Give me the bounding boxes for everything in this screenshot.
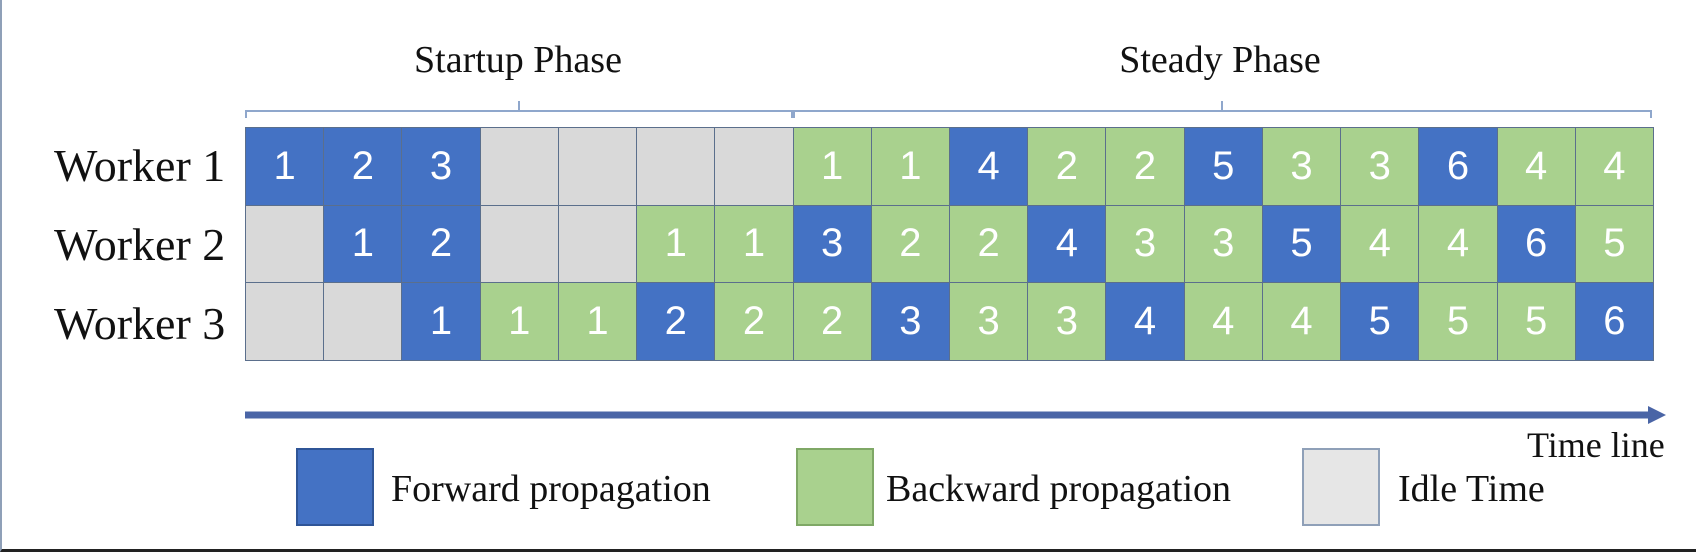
- steady-phase-label: Steady Phase: [1119, 39, 1321, 81]
- cell-w2-t7-backward: 1: [715, 205, 793, 283]
- cell-w2-t14-forward: 5: [1262, 205, 1341, 283]
- cell-w2-t16-backward: 4: [1419, 205, 1497, 283]
- cell-w3-t16-backward: 5: [1419, 283, 1497, 360]
- cell-w2-t4-idle: [480, 205, 558, 283]
- cell-w1-t18-backward: 4: [1575, 128, 1653, 205]
- cell-w2-t18-backward: 5: [1575, 205, 1653, 283]
- cell-w2-t3-forward: 2: [402, 205, 480, 283]
- startup-phase-label: Startup Phase: [414, 39, 622, 81]
- cell-w1-t14-backward: 3: [1262, 128, 1341, 205]
- cell-w3-t15-forward: 5: [1341, 283, 1419, 360]
- cell-w3-t7-backward: 2: [715, 283, 793, 360]
- legend-backward-label: Backward propagation: [886, 468, 1232, 510]
- cell-w2-t10-backward: 2: [949, 205, 1028, 283]
- worker-1-label: Worker 1: [54, 140, 226, 191]
- cell-w3-t8-backward: 2: [793, 283, 871, 360]
- cell-w2-t1-idle: [246, 205, 324, 283]
- cell-w2-t15-backward: 4: [1341, 205, 1419, 283]
- cell-w1-t3-forward: 3: [402, 128, 480, 205]
- cell-w1-t10-forward: 4: [949, 128, 1028, 205]
- legend-idle-label: Idle Time: [1398, 468, 1545, 510]
- cell-w1-t13-forward: 5: [1184, 128, 1262, 205]
- worker-3-label: Worker 3: [54, 298, 226, 349]
- cell-w2-t17-forward: 6: [1497, 205, 1575, 283]
- cell-w1-t15-backward: 3: [1341, 128, 1419, 205]
- cell-w3-t10-backward: 3: [949, 283, 1028, 360]
- cell-w1-t17-backward: 4: [1497, 128, 1575, 205]
- timeline-label: Time line: [1527, 425, 1665, 465]
- cell-w3-t18-forward: 6: [1575, 283, 1653, 360]
- cell-w3-t4-backward: 1: [480, 283, 558, 360]
- cell-w2-t5-idle: [558, 205, 637, 283]
- cell-w3-t6-forward: 2: [637, 283, 715, 360]
- cell-w2-t13-backward: 3: [1184, 205, 1262, 283]
- cell-w3-t14-backward: 4: [1262, 283, 1341, 360]
- cell-w1-t6-idle: [637, 128, 715, 205]
- cell-w2-t12-backward: 3: [1106, 205, 1184, 283]
- cell-w3-t1-idle: [246, 283, 324, 360]
- cell-w1-t2-forward: 2: [324, 128, 402, 205]
- cell-w3-t11-backward: 3: [1028, 283, 1106, 360]
- cell-w2-t8-forward: 3: [793, 205, 871, 283]
- cell-w1-t1-forward: 1: [246, 128, 324, 205]
- cell-w1-t7-idle: [715, 128, 793, 205]
- steady-phase-bracket: [793, 101, 1652, 118]
- cell-w2-t6-backward: 1: [637, 205, 715, 283]
- cell-w3-t5-backward: 1: [558, 283, 637, 360]
- legend-backward-swatch: [796, 448, 874, 526]
- cell-w3-t17-backward: 5: [1497, 283, 1575, 360]
- startup-phase-bracket: [245, 101, 793, 118]
- legend-idle-swatch: [1302, 448, 1380, 526]
- cell-w2-t9-backward: 2: [871, 205, 949, 283]
- legend-forward-label: Forward propagation: [391, 468, 711, 510]
- cell-w3-t3-forward: 1: [402, 283, 480, 360]
- cell-w1-t4-idle: [480, 128, 558, 205]
- cell-w2-t11-forward: 4: [1028, 205, 1106, 283]
- cell-w1-t16-forward: 6: [1419, 128, 1497, 205]
- cell-w3-t13-backward: 4: [1184, 283, 1262, 360]
- cell-w1-t9-backward: 1: [871, 128, 949, 205]
- cell-w1-t5-idle: [558, 128, 637, 205]
- worker-2-label: Worker 2: [54, 219, 226, 270]
- cell-w3-t9-forward: 3: [871, 283, 949, 360]
- cell-w3-t12-forward: 4: [1106, 283, 1184, 360]
- timeline-arrow-head: [1648, 406, 1666, 424]
- cell-w2-t2-forward: 1: [324, 205, 402, 283]
- cell-w1-t8-backward: 1: [793, 128, 871, 205]
- cell-w3-t2-idle: [324, 283, 402, 360]
- cell-w1-t12-backward: 2: [1106, 128, 1184, 205]
- legend-forward-swatch: [296, 448, 374, 526]
- cell-w1-t11-backward: 2: [1028, 128, 1106, 205]
